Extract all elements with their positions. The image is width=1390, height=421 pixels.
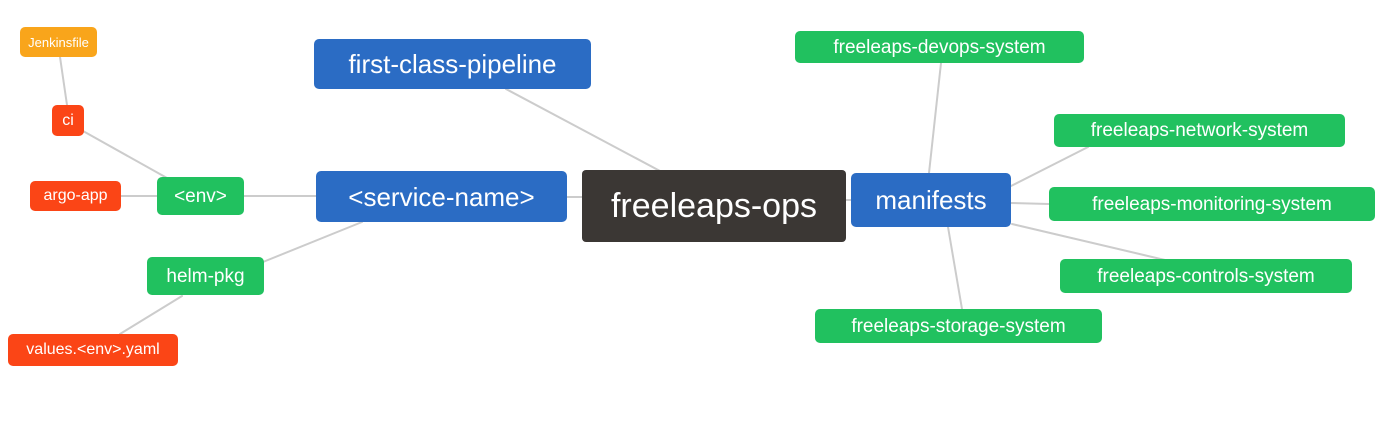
- edge-manifests-to-freeleaps-monitoring-system: [1010, 202, 1050, 205]
- edge-first-class-pipeline-to-freeleaps-ops: [505, 88, 661, 172]
- edge-values-env-yaml-to-helm-pkg: [119, 295, 183, 335]
- mindmap-node-freeleaps-controls-system[interactable]: freeleaps-controls-system: [1060, 259, 1352, 293]
- mindmap-node-helm-pkg[interactable]: helm-pkg: [147, 257, 264, 295]
- mindmap-node-freeleaps-monitoring-system[interactable]: freeleaps-monitoring-system: [1049, 187, 1375, 221]
- mindmap-node-argo-app[interactable]: argo-app: [30, 181, 121, 211]
- edge-jenkinsfile-to-ci: [59, 56, 68, 106]
- edge-manifests-to-freeleaps-controls-system: [1011, 223, 1166, 261]
- edge-manifests-to-freeleaps-network-system: [1010, 146, 1089, 187]
- mindmap-node-freeleaps-ops[interactable]: freeleaps-ops: [582, 170, 846, 242]
- mindmap-node-freeleaps-storage-system[interactable]: freeleaps-storage-system: [815, 309, 1102, 343]
- mindmap-node-values-env-yaml[interactable]: values.<env>.yaml: [8, 334, 178, 366]
- edge-manifests-to-freeleaps-devops-system: [928, 62, 942, 174]
- mindmap-node-manifests[interactable]: manifests: [851, 173, 1011, 227]
- mindmap-node-ci[interactable]: ci: [52, 105, 84, 136]
- mindmap-node-first-class-pipeline[interactable]: first-class-pipeline: [314, 39, 591, 89]
- edge-manifests-to-freeleaps-storage-system: [947, 226, 963, 310]
- edge-helm-pkg-to-service-name: [262, 221, 363, 263]
- mindmap-node-freeleaps-network-system[interactable]: freeleaps-network-system: [1054, 114, 1345, 147]
- mindmap-node-jenkinsfile[interactable]: Jenkinsfile: [20, 27, 97, 57]
- mindmap-node-env[interactable]: <env>: [157, 177, 244, 215]
- edge-ci-to-env: [82, 130, 168, 179]
- mindmap-node-service-name[interactable]: <service-name>: [316, 171, 567, 222]
- mindmap-node-freeleaps-devops-system[interactable]: freeleaps-devops-system: [795, 31, 1084, 63]
